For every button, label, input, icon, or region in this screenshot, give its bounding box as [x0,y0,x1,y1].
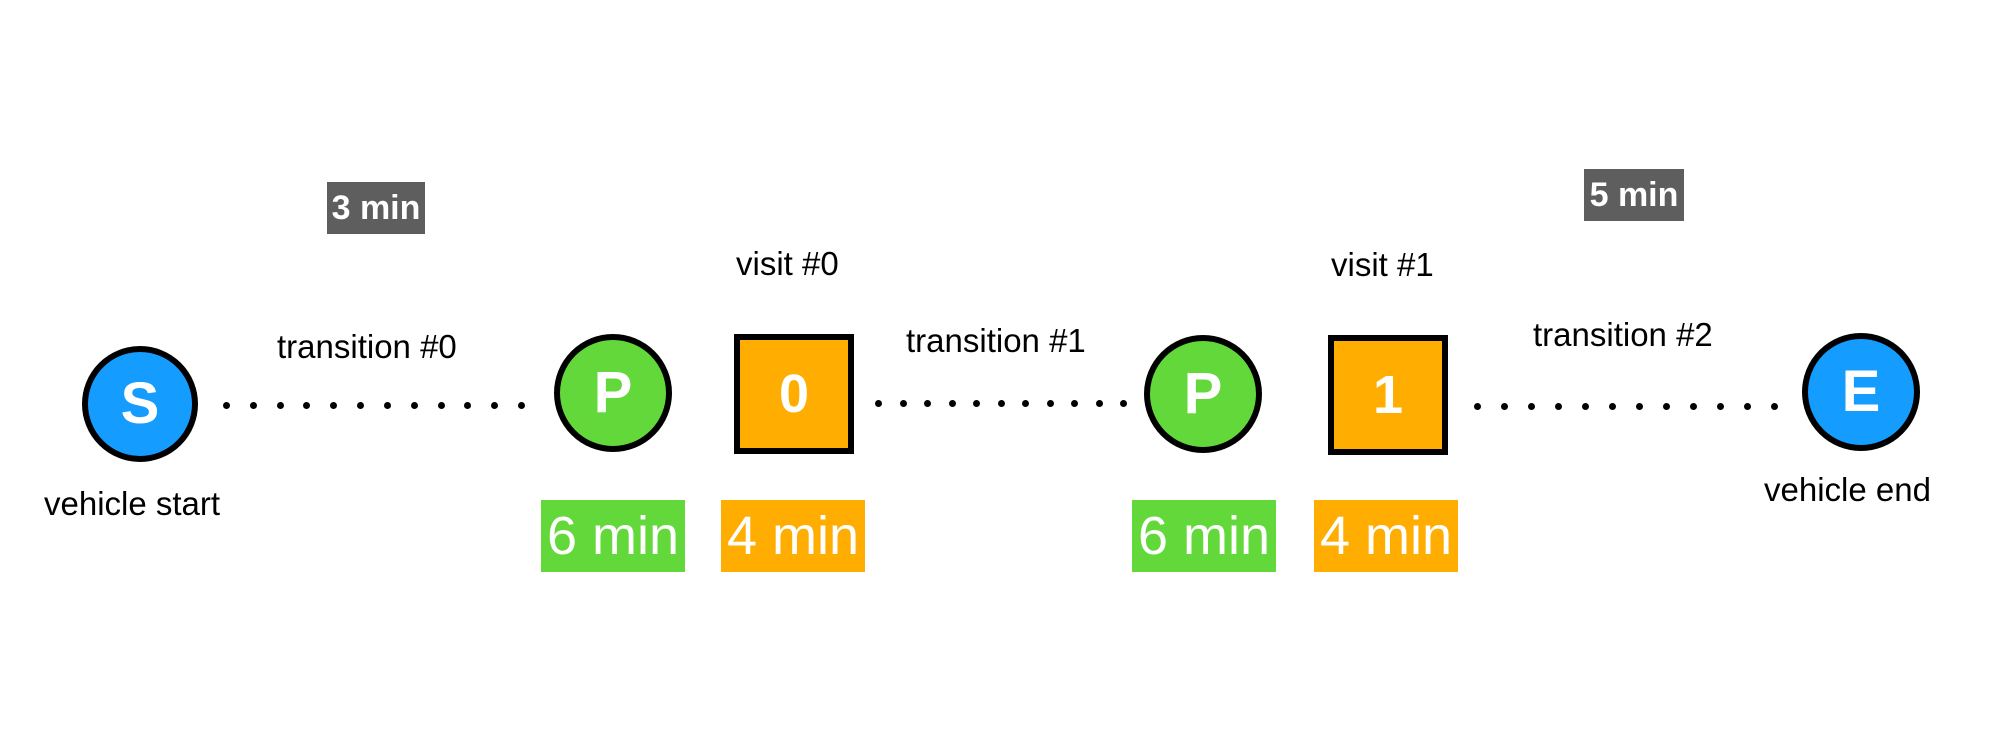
visit-0-title: visit #0 [736,245,839,282]
pickup-1-letter: P [1183,361,1223,426]
visit-1-title: visit #1 [1331,246,1434,283]
visit-1-duration: 4 min [1314,500,1458,572]
visit-1-number: 1 [1372,365,1404,425]
vehicle-start-node: S [82,346,198,462]
visit-0-node: 0 [734,334,854,454]
transition-2-dotted-line [1474,401,1778,411]
end-node-letter: E [1841,359,1881,424]
transition-1-label: transition #1 [906,322,1086,359]
pickup-1-node: P [1144,335,1262,453]
vehicle-start-caption: vehicle start [44,485,221,522]
transition-0-label: transition #0 [277,328,457,365]
vehicle-end-caption: vehicle end [1764,471,1931,508]
visit-0-duration: 4 min [721,500,865,572]
start-node-letter: S [120,371,160,436]
vehicle-end-node: E [1802,333,1920,451]
visit-0-number: 0 [778,364,810,424]
pickup-0-letter: P [593,360,633,425]
transition-2-label: transition #2 [1533,316,1713,353]
transition-0-dotted-line [223,400,525,410]
transition-2-duration: 5 min [1584,169,1684,221]
visit-1-node: 1 [1328,335,1448,455]
transition-1-dotted-line [875,398,1127,408]
pickup-0-node: P [554,334,672,452]
transition-0-duration: 3 min [327,182,425,234]
pickup-1-duration: 6 min [1132,500,1276,572]
pickup-0-duration: 6 min [541,500,685,572]
